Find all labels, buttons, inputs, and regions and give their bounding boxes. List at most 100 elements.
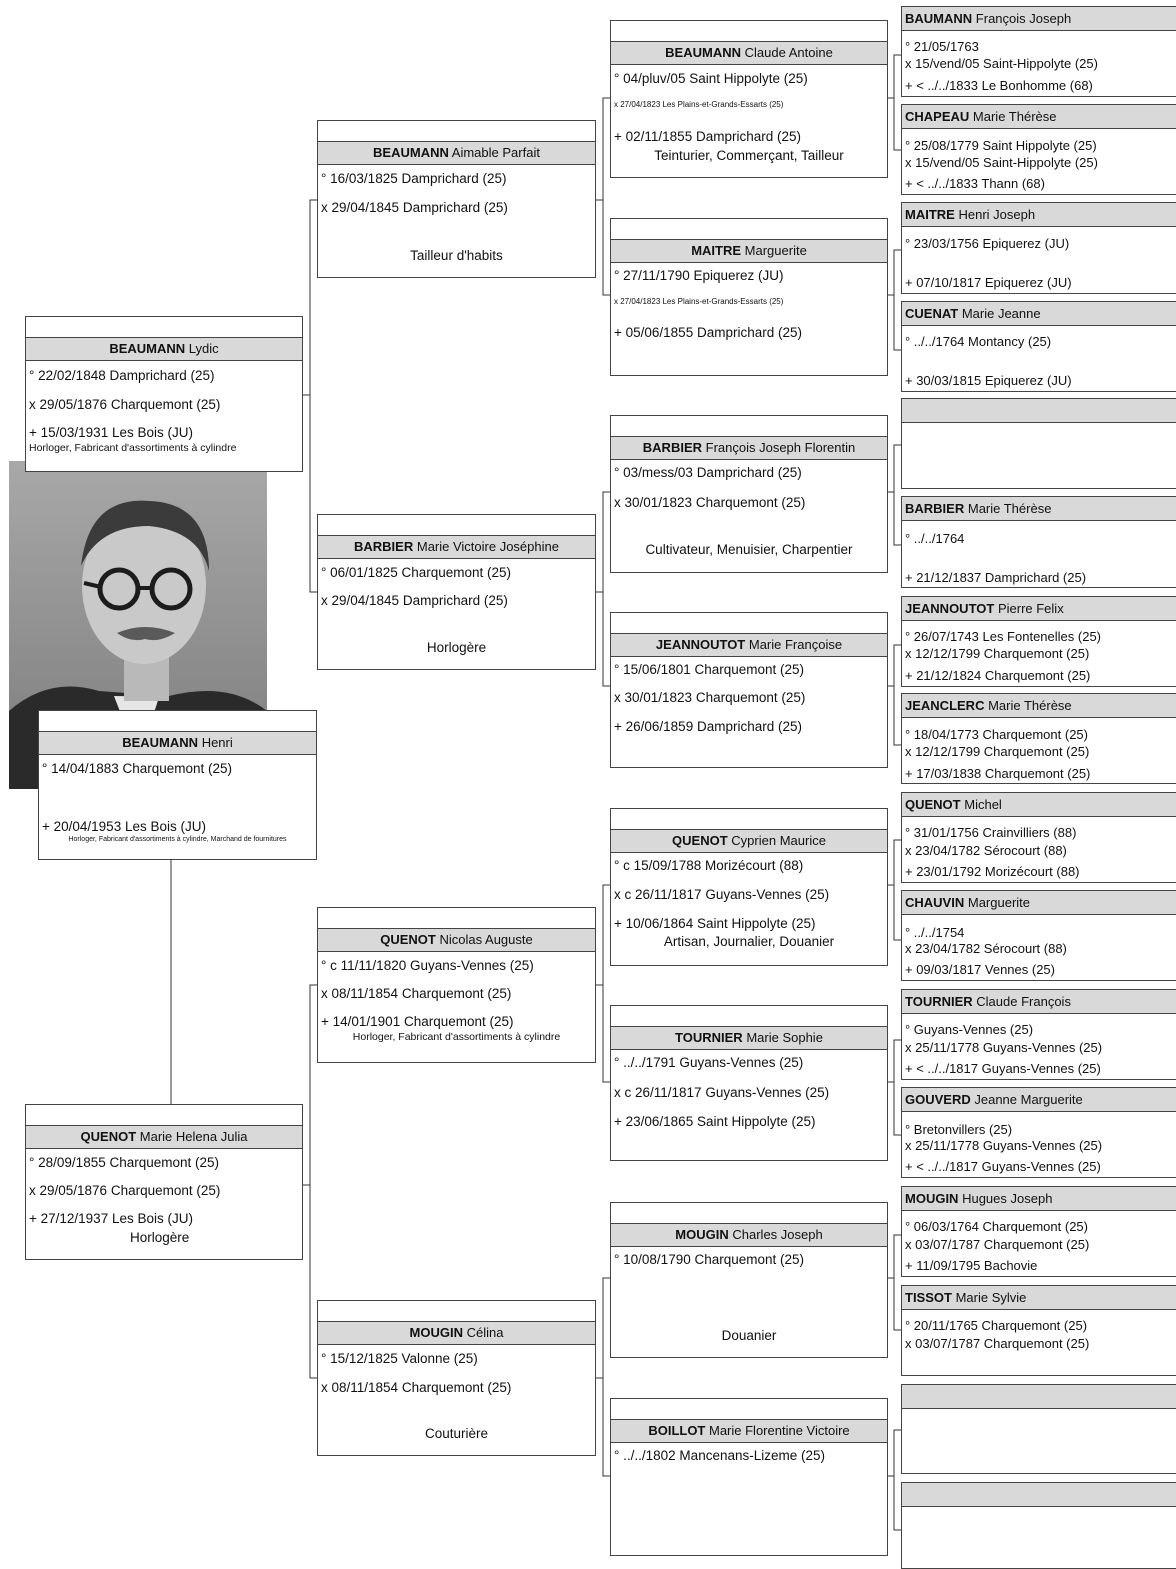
marriage-line: x 29/04/1845 Damprichard (25)	[321, 593, 508, 608]
occupation-line: Couturière	[424, 1426, 489, 1441]
death-line: + 11/09/1795 Bachovie	[905, 1258, 1038, 1273]
birth-line: ° c 11/11/1820 Guyans-Vennes (25)	[321, 958, 534, 973]
birth-line: ° 28/09/1855 Charquemont (25)	[29, 1155, 220, 1170]
person-name-header: BARBIER Marie Victoire Joséphine	[318, 535, 595, 559]
person-name-header: BARBIER Marie Thérèse	[902, 497, 1176, 521]
birth-line: ° 10/08/1790 Charquemont (25)	[614, 1252, 805, 1267]
occupation-line: Horlogère	[130, 1230, 190, 1245]
person-name-header-empty	[902, 399, 1176, 423]
person-card-unknown-1	[901, 398, 1176, 489]
birth-line: ° 06/01/1825 Charquemont (25)	[321, 565, 512, 580]
person-card-jeanclerc-marie-therese: JEANCLERC Marie Thérèse ° 18/04/1773 Cha…	[901, 693, 1176, 784]
person-name-header: CHAPEAU Marie Thérèse	[902, 105, 1176, 129]
birth-line: ° 26/07/1743 Les Fontenelles (25)	[905, 629, 1101, 644]
birth-line: ° ../../1802 Mancenans-Lizeme (25)	[614, 1448, 826, 1463]
death-line: + < ../../1833 Thann (68)	[905, 176, 1045, 191]
occupation-line: Horloger, Fabricant d'assortiments à cyl…	[352, 1031, 561, 1043]
person-name-header: BEAUMANN Aimable Parfait	[318, 141, 595, 165]
birth-line: ° ../../1764	[905, 531, 965, 546]
marriage-line: x 25/11/1778 Guyans-Vennes (25)	[905, 1138, 1103, 1153]
birth-line: ° 25/08/1779 Saint Hippolyte (25)	[905, 138, 1097, 153]
marriage-line: x 29/04/1845 Damprichard (25)	[321, 200, 508, 215]
person-name-header: TOURNIER Claude François	[902, 990, 1176, 1014]
person-name-header: JEANNOUTOT Marie Françoise	[611, 633, 887, 657]
person-card-tournier-marie-sophie: TOURNIER Marie Sophie ° ../../1791 Guyan…	[610, 1005, 888, 1161]
marriage-line: x 23/04/1782 Sérocourt (88)	[905, 941, 1067, 956]
birth-line: ° 14/04/1883 Charquemont (25)	[42, 761, 233, 776]
person-name-header: MAITRE Henri Joseph	[902, 203, 1176, 227]
death-line: + < ../../1833 Le Bonhomme (68)	[905, 78, 1093, 93]
marriage-line: x 30/01/1823 Charquemont (25)	[614, 495, 806, 510]
person-card-unknown-3	[901, 1482, 1176, 1569]
person-name-header: BARBIER François Joseph Florentin	[611, 436, 887, 460]
marriage-line: x 29/05/1876 Charquemont (25)	[29, 1183, 221, 1198]
birth-line: ° 27/11/1790 Epiquerez (JU)	[614, 268, 784, 283]
person-card-quenot-marie-helena: QUENOT Marie Helena Julia ° 28/09/1855 C…	[25, 1104, 303, 1260]
person-name-header: TISSOT Marie Sylvie	[902, 1286, 1176, 1310]
person-card-beaumann-claude-antoine: BEAUMANN Claude Antoine ° 04/pluv/05 Sai…	[610, 20, 888, 178]
person-card-barbier-marie-victoire: BARBIER Marie Victoire Joséphine ° 06/01…	[317, 514, 596, 670]
marriage-line: x 08/11/1854 Charquemont (25)	[321, 986, 512, 1001]
person-name-header: MAITRE Marguerite	[611, 239, 887, 263]
marriage-line: x 12/12/1799 Charquemont (25)	[905, 744, 1090, 759]
death-line: + 20/04/1953 Les Bois (JU)	[42, 819, 206, 834]
death-line: + 09/03/1817 Vennes (25)	[905, 962, 1055, 977]
person-card-maitre-marguerite: MAITRE Marguerite ° 27/11/1790 Epiquerez…	[610, 218, 888, 376]
person-card-mougin-hugues-joseph: MOUGIN Hugues Joseph ° 06/03/1764 Charqu…	[901, 1186, 1176, 1277]
birth-line: ° 04/pluv/05 Saint Hippolyte (25)	[614, 71, 808, 86]
marriage-line: x c 26/11/1817 Guyans-Vennes (25)	[614, 1085, 830, 1100]
death-line: + 17/03/1838 Charquemont (25)	[905, 766, 1091, 781]
person-card-beaumann-lydic: BEAUMANN Lydic ° 22/02/1848 Damprichard …	[25, 316, 303, 472]
person-name-header: BOILLOT Marie Florentine Victoire	[611, 1419, 887, 1443]
marriage-line: x 03/07/1787 Charquemont (25)	[905, 1336, 1090, 1351]
person-card-beaumann-aimable: BEAUMANN Aimable Parfait ° 16/03/1825 Da…	[317, 120, 596, 278]
death-line: + 10/06/1864 Saint Hippolyte (25)	[614, 916, 816, 931]
birth-line: ° c 15/09/1788 Morizécourt (88)	[614, 858, 804, 873]
birth-line: ° 31/01/1756 Crainvilliers (88)	[905, 825, 1077, 840]
birth-line: ° 23/03/1756 Epiquerez (JU)	[905, 236, 1070, 251]
birth-line: ° ../../1764 Montancy (25)	[905, 334, 1052, 349]
marriage-line: x 15/vend/05 Saint-Hippolyte (25)	[905, 56, 1098, 71]
death-line: + 27/12/1937 Les Bois (JU)	[29, 1211, 193, 1226]
birth-line: ° 22/02/1848 Damprichard (25)	[29, 368, 215, 383]
person-name-header: CUENAT Marie Jeanne	[902, 302, 1176, 326]
marriage-line: x 27/04/1823 Les Plains-et-Grands-Essart…	[614, 100, 784, 109]
person-name-header: GOUVERD Jeanne Marguerite	[902, 1088, 1176, 1112]
person-card-cuenat-marie-jeanne: CUENAT Marie Jeanne ° ../../1764 Montanc…	[901, 301, 1176, 392]
birth-line: ° 15/06/1801 Charquemont (25)	[614, 662, 805, 677]
person-name-header: MOUGIN Hugues Joseph	[902, 1187, 1176, 1211]
occupation-line: Horloger, Fabricant d'assortiments à cyl…	[68, 836, 287, 843]
person-card-gouverd-jeanne-marguerite: GOUVERD Jeanne Marguerite ° Bretonviller…	[901, 1087, 1176, 1178]
death-line: + 05/06/1855 Damprichard (25)	[614, 325, 802, 340]
person-card-mougin-charles: MOUGIN Charles Joseph ° 10/08/1790 Charq…	[610, 1202, 888, 1358]
person-name-header: BAUMANN François Joseph	[902, 7, 1176, 31]
person-card-tissot-marie-sylvie: TISSOT Marie Sylvie ° 20/11/1765 Charque…	[901, 1285, 1176, 1376]
person-name-header: JEANCLERC Marie Thérèse	[902, 694, 1176, 718]
birth-line: ° Guyans-Vennes (25)	[905, 1022, 1034, 1037]
person-name-header-empty	[902, 1483, 1176, 1507]
marriage-line: x 23/04/1782 Sérocourt (88)	[905, 843, 1067, 858]
person-card-mougin-celina: MOUGIN Célina ° 15/12/1825 Valonne (25) …	[317, 1300, 596, 1456]
person-card-chapeau-marie-therese: CHAPEAU Marie Thérèse ° 25/08/1779 Saint…	[901, 104, 1176, 195]
person-name-header: BEAUMANN Claude Antoine	[611, 41, 887, 65]
person-card-quenot-nicolas: QUENOT Nicolas Auguste ° c 11/11/1820 Gu…	[317, 907, 596, 1063]
death-line: + 14/01/1901 Charquemont (25)	[321, 1014, 514, 1029]
death-line: + 21/12/1837 Damprichard (25)	[905, 570, 1087, 585]
occupation-line: Teinturier, Commerçant, Tailleur	[654, 148, 844, 163]
marriage-line: x 08/11/1854 Charquemont (25)	[321, 1380, 512, 1395]
marriage-line: x 29/05/1876 Charquemont (25)	[29, 397, 221, 412]
death-line: + 30/03/1815 Epiquerez (JU)	[905, 373, 1072, 388]
person-card-unknown-2	[901, 1384, 1176, 1474]
person-name-header: CHAUVIN Marguerite	[902, 891, 1176, 915]
occupation-line: Artisan, Journalier, Douanier	[663, 934, 835, 949]
death-line: + 23/01/1792 Morizécourt (88)	[905, 864, 1080, 879]
occupation-line: Tailleur d'habits	[410, 248, 503, 263]
birth-line: ° 16/03/1825 Damprichard (25)	[321, 171, 507, 186]
birth-line: ° 20/11/1765 Charquemont (25)	[905, 1318, 1088, 1333]
death-line: + 26/06/1859 Damprichard (25)	[614, 719, 802, 734]
birth-line: ° ../../1791 Guyans-Vennes (25)	[614, 1055, 804, 1070]
person-card-barbier-francois-florentin: BARBIER François Joseph Florentin ° 03/m…	[610, 415, 888, 573]
death-line: + < ../../1817 Guyans-Vennes (25)	[905, 1061, 1101, 1076]
person-card-chauvin-marguerite: CHAUVIN Marguerite ° ../../1754 x 23/04/…	[901, 890, 1176, 981]
